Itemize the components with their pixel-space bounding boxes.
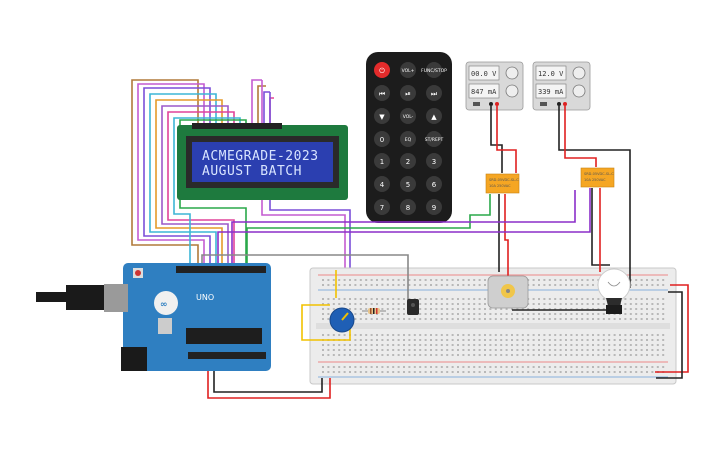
relay-1[interactable]: SRD-05VDC-SL-C 10A 250VAC	[485, 173, 520, 194]
remote-button-6[interactable]: 6	[426, 176, 442, 192]
svg-text:10A 250VAC: 10A 250VAC	[489, 184, 511, 188]
remote-button-next[interactable]: ⏭	[426, 85, 442, 101]
resistor[interactable]	[362, 308, 386, 314]
remote-button-2[interactable]: 2	[400, 153, 416, 169]
svg-text:1: 1	[380, 158, 384, 166]
lcd-line-2: AUGUST BATCH	[202, 164, 302, 179]
svg-text:EQ: EQ	[405, 137, 412, 143]
remote-button-0[interactable]: 0	[374, 131, 390, 147]
ir-remote[interactable]: ⏻ VOL+ FUNC/STOP ⏮ ⏯ ⏭ ▼ VOL-	[366, 52, 452, 223]
potentiometer[interactable]	[329, 307, 355, 333]
ir-receiver[interactable]	[407, 299, 419, 315]
uno-label: UNO	[196, 293, 214, 302]
remote-button-7[interactable]: 7	[374, 199, 390, 215]
psu1-current-knob[interactable]	[505, 84, 519, 98]
psu2-terminal-negative[interactable]	[557, 102, 561, 106]
usb-port[interactable]	[104, 284, 128, 312]
remote-button-9[interactable]: 9	[426, 199, 442, 215]
svg-text:ST/REPT: ST/REPT	[425, 137, 444, 143]
lcd-screen	[192, 142, 333, 182]
dc-motor[interactable]	[487, 275, 529, 309]
light-bulb[interactable]	[597, 268, 631, 314]
remote-button-5[interactable]: 5	[400, 176, 416, 192]
remote-button-3[interactable]: 3	[426, 153, 442, 169]
psu2-terminal-positive[interactable]	[563, 102, 567, 106]
psu1-voltage-display	[468, 65, 500, 81]
remote-button-up[interactable]: ▲	[426, 108, 442, 124]
psu2-current-knob[interactable]	[572, 84, 586, 98]
remote-button-vol-up[interactable]: VOL+	[400, 62, 416, 78]
svg-text:∞: ∞	[160, 300, 168, 310]
power-jack[interactable]	[121, 347, 147, 371]
psu1-voltage-knob[interactable]	[505, 66, 519, 80]
psu1-terminal-positive[interactable]	[495, 102, 499, 106]
arduino-uno[interactable]: ∞ UNO	[36, 263, 271, 371]
svg-text:5: 5	[406, 181, 410, 189]
psu2-voltage-display	[535, 65, 567, 81]
remote-button-st-rept[interactable]: ST/REPT	[425, 131, 444, 147]
atmega-chip	[186, 328, 262, 344]
arduino-logo	[154, 291, 178, 315]
psu1-switch[interactable]	[473, 102, 480, 106]
remote-button-down[interactable]: ▼	[374, 108, 390, 124]
svg-text:VOL-: VOL-	[403, 114, 414, 120]
svg-text:10A 250VAC: 10A 250VAC	[584, 178, 606, 182]
svg-text:2: 2	[406, 158, 410, 166]
remote-button-eq[interactable]: EQ	[400, 131, 416, 147]
power-analog-header	[188, 352, 266, 359]
remote-button-power[interactable]: ⏻	[374, 62, 390, 78]
wires	[201, 106, 689, 399]
relay-2[interactable]: SRD-05VDC-SL-C 10A 250VAC	[580, 167, 615, 188]
svg-text:SRD-05VDC-SL-C: SRD-05VDC-SL-C	[584, 172, 614, 176]
remote-button-4[interactable]: 4	[374, 176, 390, 192]
svg-text:▼: ▼	[379, 113, 385, 121]
psu1-current: 847 mA	[471, 88, 497, 96]
svg-text:0: 0	[380, 136, 384, 144]
lcd-pin-header	[192, 123, 282, 129]
crystal	[158, 318, 172, 334]
remote-button-8[interactable]: 8	[400, 199, 416, 215]
usb-cable	[66, 285, 110, 310]
svg-text:SRD-05VDC-SL-C: SRD-05VDC-SL-C	[489, 178, 519, 182]
svg-text:▲: ▲	[431, 113, 437, 121]
svg-text:7: 7	[380, 204, 384, 212]
psu2-current: 339 mA	[538, 88, 564, 96]
psu1-current-display	[468, 83, 500, 99]
svg-text:3: 3	[432, 158, 436, 166]
remote-button-play-pause[interactable]: ⏯	[400, 85, 416, 101]
psu2-switch[interactable]	[540, 102, 547, 106]
psu2-current-display	[535, 83, 567, 99]
psu1-terminal-negative[interactable]	[489, 102, 493, 106]
svg-text:4: 4	[380, 181, 385, 189]
remote-button-vol-down[interactable]: VOL-	[400, 108, 416, 124]
power-supply-2[interactable]: 12.0 V 339 mA	[532, 61, 591, 111]
svg-text:⏮: ⏮	[379, 90, 385, 98]
remote-button-prev[interactable]: ⏮	[374, 85, 390, 101]
breadboard[interactable]	[309, 267, 677, 385]
digital-header	[176, 266, 266, 273]
svg-text:⏯: ⏯	[405, 90, 411, 98]
remote-button-func-stop[interactable]: FUNC/STOP	[421, 62, 447, 78]
lcd-module[interactable]: ACMEGRADE-2023 AUGUST BATCH	[177, 123, 348, 200]
svg-text:FUNC/STOP: FUNC/STOP	[421, 68, 447, 74]
svg-text:⏭: ⏭	[431, 90, 438, 98]
svg-text:6: 6	[432, 181, 437, 189]
remote-button-1[interactable]: 1	[374, 153, 390, 169]
psu2-voltage-knob[interactable]	[572, 66, 586, 80]
psu1-voltage: 00.0 V	[471, 70, 497, 78]
psu2-voltage: 12.0 V	[538, 70, 564, 78]
svg-text:VOL+: VOL+	[402, 68, 415, 74]
svg-text:⏻: ⏻	[379, 67, 385, 75]
power-supply-1[interactable]: 00.0 V 847 mA	[465, 61, 524, 111]
lcd-line-1: ACMEGRADE-2023	[202, 149, 319, 164]
svg-text:9: 9	[432, 204, 436, 212]
svg-text:8: 8	[406, 204, 410, 212]
